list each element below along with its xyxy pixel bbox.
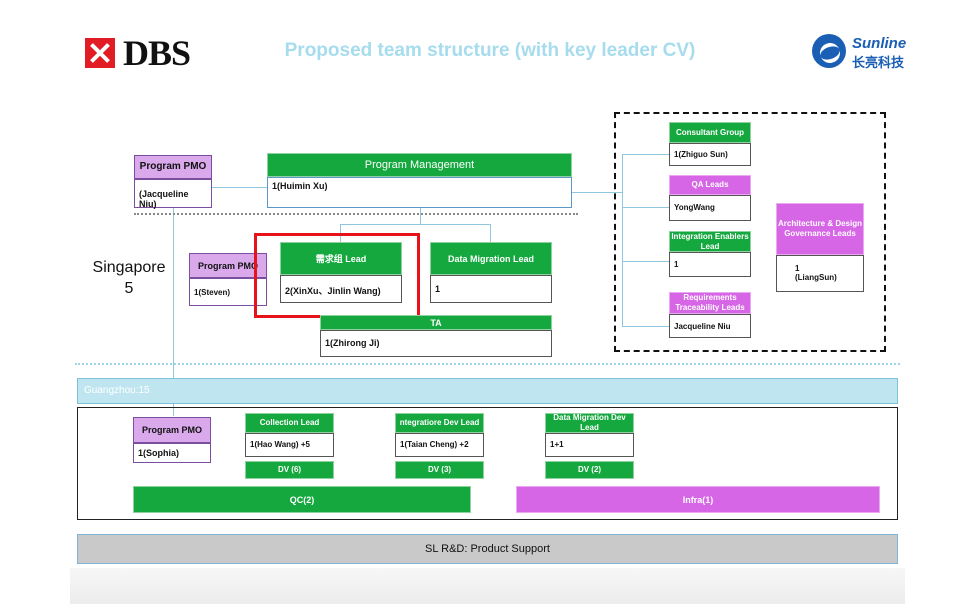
sunline-swirl-icon — [812, 34, 846, 68]
singapore-name: Singapore — [92, 259, 166, 276]
guangzhou-band: Guangzhou:15 — [77, 378, 898, 404]
sunline-logo: Sunline 长亮科技 — [812, 32, 922, 76]
connector-mgmt-consult — [572, 192, 622, 193]
collection-dv: DV (6) — [245, 461, 334, 479]
integration-enablers-header: Integration Enablers Lead — [669, 231, 751, 252]
data-migration-dv: DV (2) — [545, 461, 634, 479]
consultant-group-member: 1(Zhiguo Sun) — [669, 143, 751, 166]
highlight-box — [254, 233, 420, 318]
dbs-star-icon — [85, 38, 115, 68]
program-management-member: 1(Huimin Xu) — [267, 177, 572, 208]
connector-consult-2 — [622, 207, 669, 208]
connector-leads-horizontal — [340, 224, 490, 225]
singapore-guangzhou-separator — [75, 363, 900, 365]
product-support-bar: SL R&D: Product Support — [77, 534, 898, 564]
gz-program-pmo-header: Program PMO — [133, 417, 211, 443]
connector-consult-vertical — [622, 154, 623, 327]
program-pmo-member: (Jacqueline Niu) — [134, 179, 212, 209]
data-migration-lead-member: 1 — [430, 275, 552, 303]
data-migration-dev-lead-member: 1+1 — [545, 433, 634, 457]
dbs-logo-text: DBS — [123, 33, 191, 73]
connector-gz-pmo — [173, 400, 174, 416]
ta-header: TA — [320, 315, 552, 330]
program-pmo-header: Program PMO — [134, 155, 212, 179]
integration-dev-lead-header: ntegratiore Dev Lead — [395, 413, 484, 433]
data-migration-lead-header: Data Migration Lead — [430, 242, 552, 275]
top-separator — [134, 213, 578, 215]
qc-bar: QC(2) — [133, 486, 471, 513]
consultant-group-header: Consultant Group — [669, 122, 751, 143]
collection-lead-header: Collection Lead — [245, 413, 334, 433]
slide-bottom-fade — [70, 568, 905, 604]
requirements-lead-member: 2(XinXu、Jinlin Wang) — [280, 275, 402, 303]
requirements-traceability-member: Jacqueline Niu — [669, 314, 751, 338]
connector-consult-3 — [622, 261, 669, 262]
integration-enablers-member: 1 — [669, 252, 751, 277]
ta-member: 1(Zhirong Ji) — [320, 330, 552, 357]
requirements-traceability-header: Requirements Traceability Leads — [669, 292, 751, 314]
integration-dv: DV (3) — [395, 461, 484, 479]
singapore-count: 5 — [124, 280, 134, 297]
architecture-leads-count: 1 — [795, 264, 800, 273]
integration-dev-lead-member: 1(Taian Cheng) +2 — [395, 433, 484, 457]
architecture-leads-member: (LiangSun) — [795, 273, 837, 282]
connector-consult-4 — [622, 326, 669, 327]
guangzhou-team-box — [77, 407, 898, 520]
qa-leads-member: YongWang — [669, 195, 751, 221]
sunline-logo-en: Sunline — [852, 35, 907, 52]
connector-mgmt-down — [420, 208, 421, 224]
qa-leads-header: QA Leads — [669, 175, 751, 195]
data-migration-dev-lead-header: Data Migration Dev Lead — [545, 413, 634, 433]
consultants-area — [614, 112, 886, 352]
requirements-lead-header: 需求组 Lead — [280, 242, 402, 275]
singapore-label: Singapore 5 — [84, 257, 174, 299]
sunline-logo-cn: 长亮科技 — [852, 55, 905, 70]
connector-consult-1 — [622, 154, 669, 155]
gz-program-pmo-member: 1(Sophia) — [133, 443, 211, 463]
architecture-leads-header: Architecture & Design Governance Leads — [776, 203, 864, 255]
connector-dm-lead — [490, 224, 491, 242]
dbs-logo: DBS — [85, 34, 205, 74]
guangzhou-label: Guangzhou:15 — [84, 385, 150, 396]
connector-pmo-mgmt — [211, 187, 267, 188]
page-title: Proposed team structure (with key leader… — [284, 40, 696, 61]
architecture-leads-body: 1 (LiangSun) — [776, 255, 864, 292]
collection-lead-member: 1(Hao Wang) +5 — [245, 433, 334, 457]
program-management-header: Program Management — [267, 153, 572, 177]
connector-pmo-vertical — [173, 208, 174, 380]
infra-bar: Infra(1) — [516, 486, 880, 513]
